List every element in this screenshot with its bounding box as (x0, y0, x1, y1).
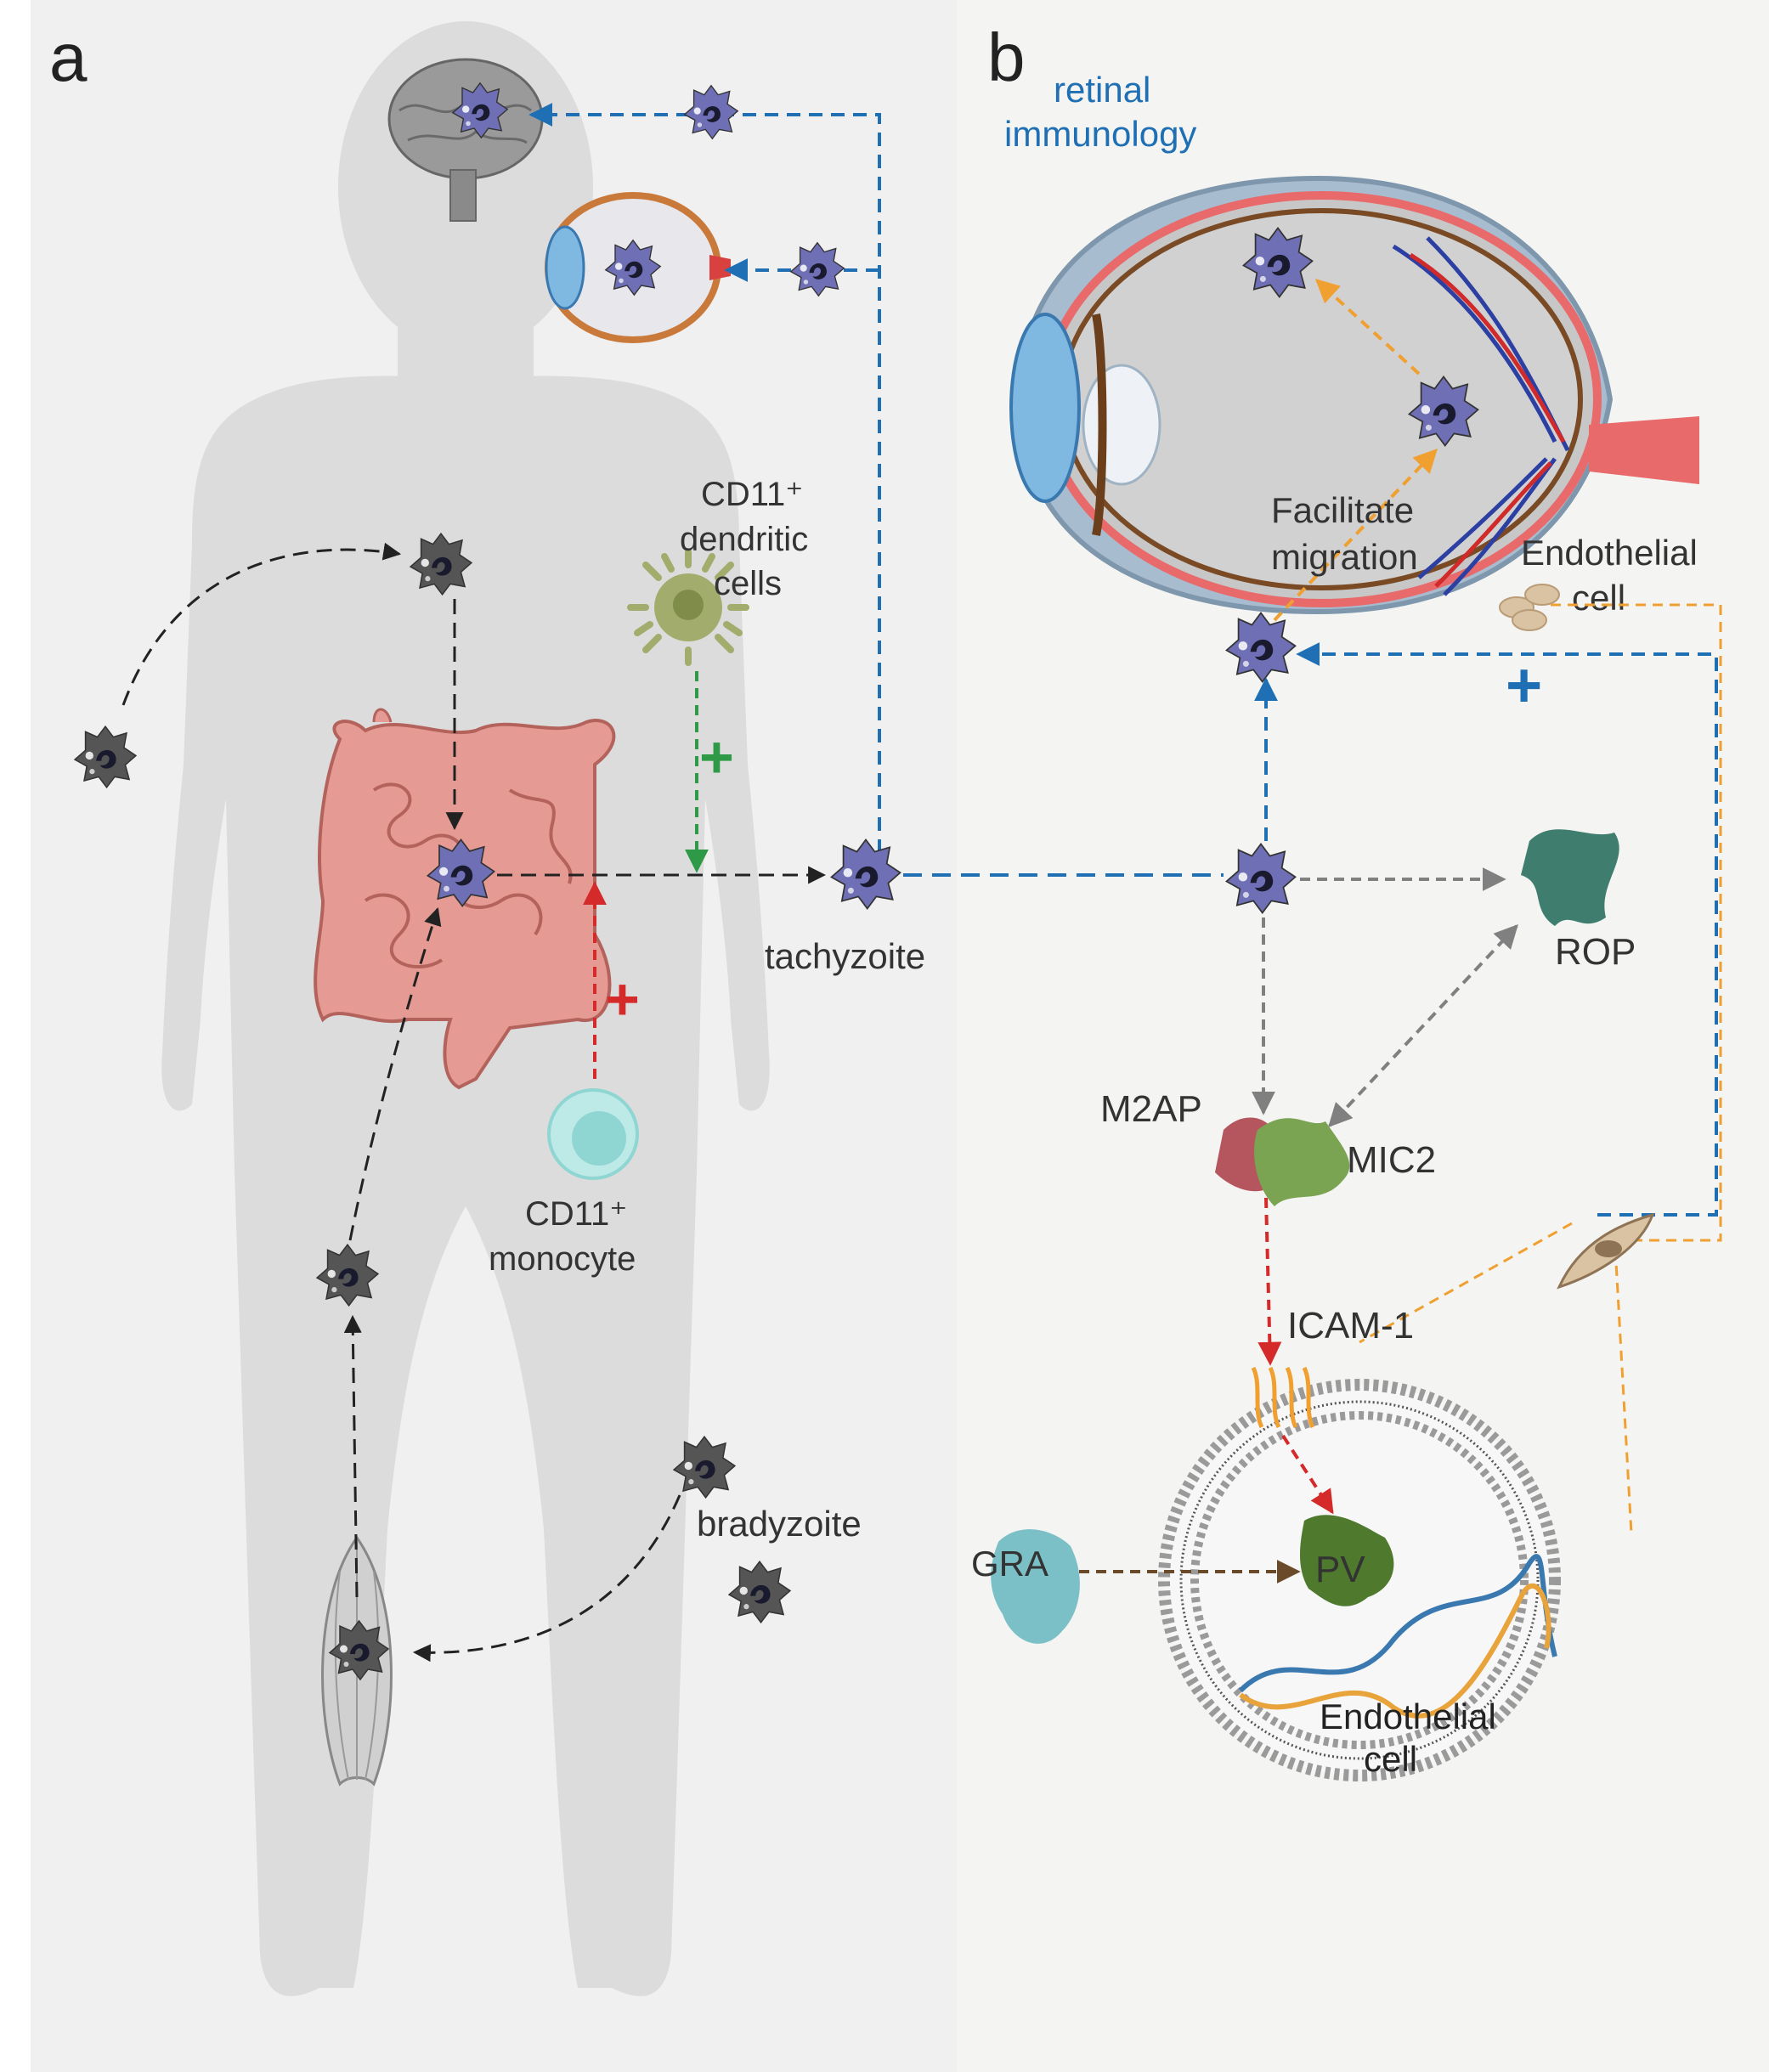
dna-helix (1238, 1554, 1557, 1719)
arrow-right-to-muscle (412, 1494, 681, 1663)
orange-line-to-icam (1359, 1222, 1573, 1344)
green-plus-sign: + (699, 724, 734, 790)
mic2-label: MIC2 (1347, 1139, 1436, 1181)
arrow-left-to-upper (122, 542, 402, 706)
dendritic-label-line3: cells (714, 565, 782, 602)
facilitate-label-line1: Facilitate (1271, 490, 1414, 530)
m2ap-label: M2AP (1100, 1088, 1202, 1130)
panel-b-title-line2: immunology (1004, 114, 1196, 154)
black-dashed-arrows (122, 542, 827, 1663)
orange-frame-top (1551, 603, 1722, 1242)
orange-arrow-migration-top (1314, 279, 1421, 375)
blue-arrow-to-brain (528, 103, 881, 875)
rop-label: ROP (1555, 931, 1636, 973)
arrow-leg-to-intestine (348, 906, 442, 1241)
gray-arrow-rop-mic2 (1328, 923, 1518, 1128)
panel-b-title-line1: retinal (1054, 70, 1150, 110)
red-arrow-mic2-to-icam (1258, 1197, 1282, 1366)
pv-vacuole (1300, 1515, 1394, 1606)
monocyte-icon (547, 1088, 639, 1180)
endothelial-bottom-label-line2: cell (1364, 1739, 1417, 1779)
endothelial-bottom-label-line1: Endothelial (1320, 1697, 1496, 1736)
dendritic-cell-icon (627, 549, 749, 666)
panel-a-letter: a (49, 20, 88, 95)
icam1-label: ICAM-1 (1287, 1305, 1414, 1347)
dendritic-label-line1: CD11⁺ (701, 476, 803, 513)
blue-arrow-loop-right (1296, 642, 1718, 1217)
endothelial-cell-spindle (1557, 1212, 1655, 1290)
blue-plus-sign: + (1506, 650, 1542, 720)
rop-protein (1521, 829, 1619, 926)
endothelial-top-label-line2: cell (1572, 578, 1625, 618)
bradyzoite-label: bradyzoite (697, 1504, 862, 1544)
endothelial-top-label-line1: Endothelial (1521, 533, 1698, 573)
monocyte-label-line1: CD11⁺ (525, 1195, 627, 1233)
monocyte-label-line2: monocyte (489, 1240, 636, 1278)
panel-b-letter: b (987, 20, 1026, 95)
red-arrow-icam-to-pv (1281, 1434, 1334, 1515)
dendritic-label-line2: dendritic (680, 521, 808, 558)
mic2-protein (1254, 1118, 1350, 1206)
red-plus-sign: + (605, 966, 640, 1032)
gra-protein (991, 1529, 1080, 1644)
large-eye-illustration (1009, 175, 1699, 615)
facilitate-label-line2: migration (1271, 537, 1418, 577)
pv-label: PV (1315, 1549, 1365, 1590)
icam1-receptor (1251, 1366, 1315, 1429)
orange-arrow-migration-bottom (1273, 448, 1438, 622)
endothelial-cell-cluster (1499, 584, 1560, 631)
gra-label: GRA (971, 1544, 1048, 1584)
tachyzoite-label: tachyzoite (765, 936, 925, 976)
